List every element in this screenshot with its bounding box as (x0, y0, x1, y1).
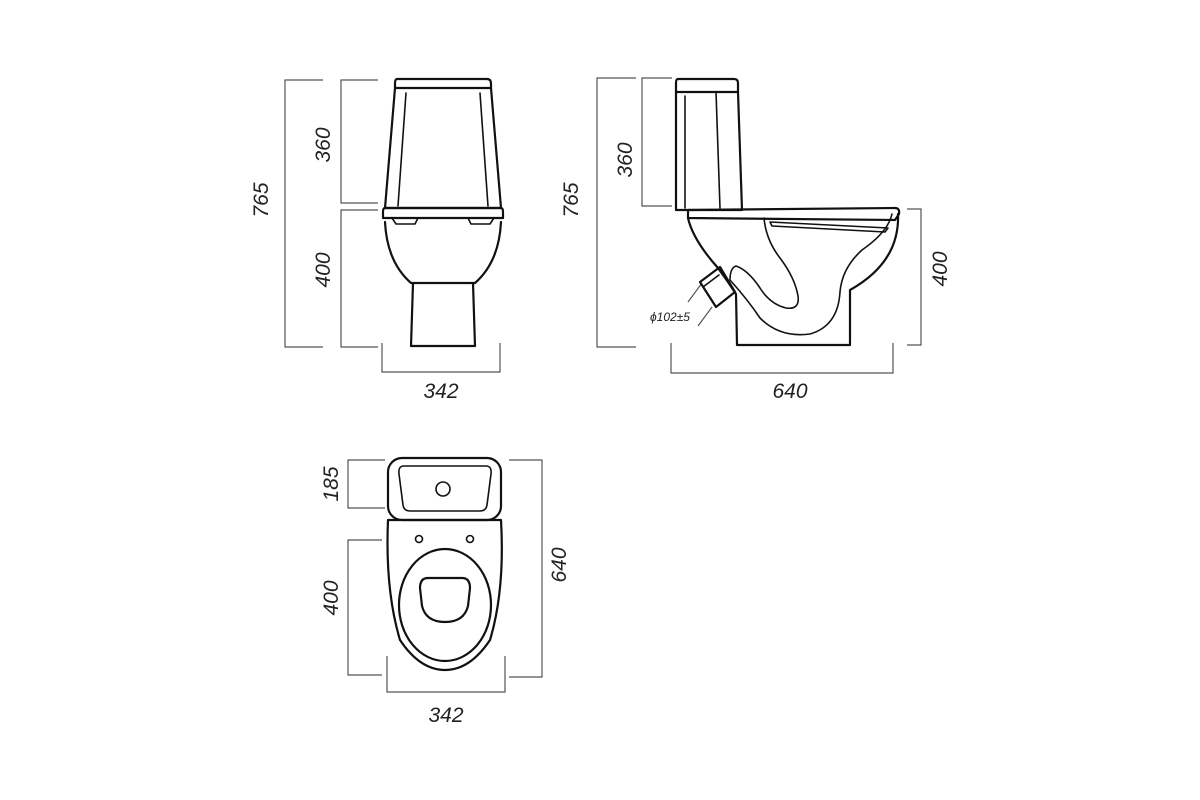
side-trap-inner (729, 213, 893, 336)
front-seat-right-notch (467, 217, 495, 225)
front-width-bracket (381, 343, 501, 373)
front-width-label: 342 (423, 380, 458, 403)
front-tank-height-label: 360 (312, 127, 335, 162)
front-overall-height-bracket (284, 79, 323, 348)
front-tank-inner-left (397, 92, 407, 207)
front-pedestal (409, 281, 477, 348)
front-seat-rim (381, 206, 505, 220)
top-bowl-opening (418, 576, 472, 624)
outlet-diameter-label: ϕ102±5 (650, 310, 690, 324)
side-tank-height-label: 360 (614, 142, 637, 177)
top-bowl-depth-label: 400 (320, 580, 343, 615)
side-depth-bracket (670, 343, 894, 374)
side-tank-lid (674, 77, 740, 94)
top-overall-depth-bracket (509, 459, 543, 678)
side-tank-height-bracket (641, 77, 672, 207)
top-tank-depth-bracket (347, 459, 385, 509)
front-bowl (383, 220, 503, 285)
front-overall-height-label: 765 (250, 182, 273, 217)
front-bowl-height-label: 400 (312, 252, 335, 287)
side-bowl-outer (686, 212, 900, 347)
side-seat (686, 206, 901, 222)
top-view: 185 400 640 342 (320, 456, 571, 727)
side-bowl-height-label: 400 (929, 251, 952, 286)
side-overall-height-bracket (596, 77, 636, 348)
top-width-bracket (386, 656, 506, 693)
side-tank-body (674, 90, 744, 212)
side-view: 765 360 400 640 ϕ102±5 (560, 77, 952, 403)
side-outlet-pipe-end (702, 274, 720, 288)
side-bowl-height-bracket (907, 208, 922, 346)
top-bowl-outline (386, 518, 503, 672)
side-seat-underside (769, 221, 889, 233)
front-tank-inner-right (479, 92, 489, 207)
hinge-right-icon (465, 534, 475, 544)
front-tank-height-bracket (340, 79, 378, 204)
front-bowl-height-bracket (340, 209, 378, 348)
side-overall-height-label: 765 (560, 182, 583, 217)
top-seat-ring (397, 547, 493, 663)
top-overall-depth-label: 640 (548, 547, 571, 582)
front-tank-lid (393, 77, 493, 90)
front-view: 765 360 400 342 (250, 77, 505, 403)
front-seat-left-notch (391, 217, 419, 225)
top-bowl-depth-bracket (347, 539, 382, 676)
side-depth-label: 640 (772, 380, 807, 403)
outlet-diameter-leader (687, 282, 713, 327)
side-outlet-pipe (698, 265, 737, 309)
side-tank-front-line (715, 91, 721, 209)
hinge-left-icon (414, 534, 424, 544)
top-tank-depth-label: 185 (320, 466, 343, 501)
top-tank-inner-recess (398, 465, 492, 512)
top-width-label: 342 (428, 704, 463, 727)
flush-button-icon (435, 481, 451, 497)
